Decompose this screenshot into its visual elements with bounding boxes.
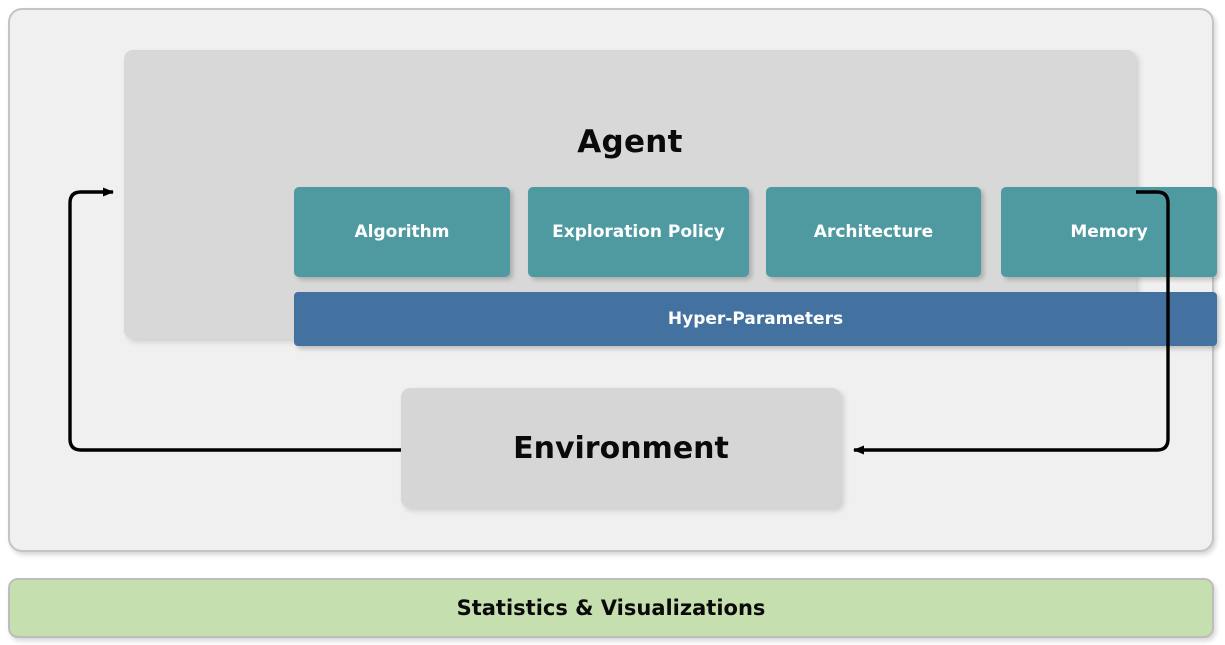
environment-label: Environment [513,430,729,466]
agent-panel: Agent Algorithm Exploration Policy Archi… [124,50,1217,346]
agent-component-architecture[interactable]: Architecture [766,187,981,277]
agent-component-label: Algorithm [354,222,450,242]
agent-title: Agent [577,124,683,160]
agent-component-label: Exploration Policy [552,222,725,242]
agent-component-label: Architecture [813,222,934,242]
statistics-visualizations-bar[interactable]: Statistics & Visualizations [8,578,1214,638]
hyper-parameters-bar[interactable]: Hyper-Parameters [294,292,1217,346]
statistics-label: Statistics & Visualizations [456,596,766,620]
agent-component-algorithm[interactable]: Algorithm [294,187,510,277]
agent-component-exploration-policy[interactable]: Exploration Policy [528,187,749,277]
agent-component-memory[interactable]: Memory [1001,187,1217,277]
hyper-parameters-label: Hyper-Parameters [667,309,844,329]
environment-box[interactable]: Environment [401,388,841,508]
agent-component-label: Memory [1070,222,1148,242]
